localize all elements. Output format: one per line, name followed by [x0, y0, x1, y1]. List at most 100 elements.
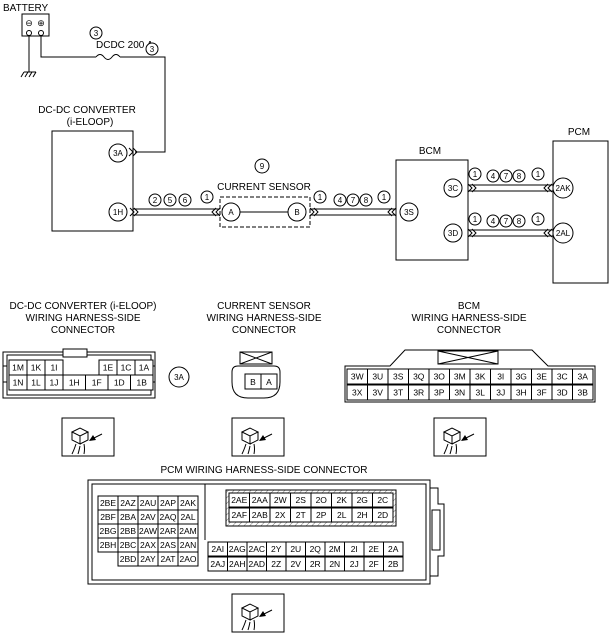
circled-1-b-text: 1 [318, 193, 323, 202]
circled-1-d-text: 1 [473, 170, 478, 179]
circled-1-c: 1 [377, 190, 391, 204]
pcm-pin-cell: 2U [290, 544, 301, 554]
circled-3-b: 3 [145, 42, 159, 56]
pcm-pin-cell: 2E [369, 544, 380, 554]
pcm-pin-cell-box [372, 507, 394, 523]
pcm-pin-cell: 2BH [100, 540, 117, 550]
battery: BATTERY ⊖ ⊕ [3, 3, 50, 37]
bcm-pin-cell: 3J [496, 388, 505, 398]
pcm-pin-cell: 2AD [248, 559, 265, 569]
pcm-pin-cell: 2AF [231, 510, 247, 520]
bcm-pin-cell-box [572, 384, 594, 401]
dcdc-conn-title-1: DC-DC CONVERTER (i-ELOOP) [9, 301, 156, 312]
bcm-pin-cell: 3W [351, 372, 364, 382]
circled-4-b-text: 4 [491, 172, 496, 181]
current-sensor-pin-b-text: B [294, 208, 299, 217]
pcm-pin-cell: 2K [337, 495, 348, 505]
pcm-pin-cell: 2H [357, 510, 368, 520]
cs-connector-face: B A [231, 351, 281, 399]
connector-view-icon-bcm [433, 417, 487, 457]
dcdc-pin-cell: 1J [50, 378, 59, 388]
bcm-pin-3s-text: 3S [404, 208, 414, 217]
pcm-pin-cell: 2AZ [120, 498, 136, 508]
circled-8-b-text: 8 [517, 172, 522, 181]
dcdc-pin-cell: 1F [92, 378, 102, 388]
circled-9-text: 9 [260, 162, 265, 171]
pcm-pin-cell: 2AJ [210, 559, 225, 569]
pcm-pin-cell: 2AV [140, 512, 156, 522]
circled-4-c: 4 [486, 214, 500, 228]
pcm-pin-cell: 2AW [139, 526, 157, 536]
bcm-pin-cell: 3B [578, 388, 589, 398]
circled-4-c-text: 4 [491, 217, 496, 226]
circled-8-a-text: 8 [364, 196, 369, 205]
connector-view-icon-dcdc [61, 417, 115, 457]
circled-5-text: 5 [168, 196, 173, 205]
circled-4-a-text: 4 [338, 196, 343, 205]
pcm-pin-cell: 2AY [140, 554, 156, 564]
circled-4-b: 4 [486, 169, 500, 183]
circled-3-b-text: 3 [150, 45, 155, 54]
pcm-pin-cell: 2AK [180, 498, 196, 508]
pcm-pin-cell: 2BG [99, 526, 116, 536]
circled-1-d: 1 [468, 167, 482, 181]
bcm-pin-cell: 3R [413, 388, 424, 398]
pcm-pin-cell-box [383, 541, 404, 557]
bcm-pin-3c: 3C [443, 178, 463, 198]
battery-pos-terminal [38, 30, 44, 36]
bcm-pin-3d: 3D [443, 223, 463, 243]
dcdc-pin-3a-text: 3A [113, 149, 123, 158]
bcm-pin-cell: 3L [476, 388, 486, 398]
pcm-pin-cell: 2BD [120, 554, 137, 564]
connector-chevron-icon [387, 207, 397, 217]
pcm-pin-cell: 2AL [180, 512, 195, 522]
pcm-pin-cell: 2V [291, 559, 302, 569]
battery-negative-icon: ⊖ [25, 18, 33, 28]
bcm-pin-cell: 3K [475, 372, 486, 382]
fuse-icon [95, 54, 121, 60]
dcdc-conn-title-2: WIRING HARNESS-SIDE [25, 313, 140, 324]
pcm-pin-cell-box [177, 551, 199, 567]
circled-3-a-text: 3 [94, 29, 99, 38]
pcm-pin-cell: 2AX [140, 540, 156, 550]
pcm-pin-cell: 2BE [100, 498, 116, 508]
bcm-pin-cell: 3M [454, 372, 466, 382]
pcm-pin-cell: 2I [351, 544, 358, 554]
pcm-pin-cell: 2AI [211, 544, 224, 554]
circled-7-a: 7 [346, 193, 360, 207]
bcm-pin-cell: 3S [393, 372, 404, 382]
pcm-pin-cell: 2BF [100, 512, 116, 522]
dcdc-pin-cell: 1B [137, 378, 148, 388]
dcdc-pin-cell: 1A [139, 363, 150, 373]
dcdc-conn-title-3: CONNECTOR [51, 325, 115, 336]
circled-5: 5 [163, 193, 177, 207]
cs-cell-b: B [250, 377, 256, 387]
bcm-pin-cell: 3D [557, 388, 568, 398]
ground-icon [20, 36, 37, 78]
dcdc-pin-cell: 1E [103, 363, 114, 373]
pcm-pin-cell: 2BB [120, 526, 136, 536]
pcm-pin-cell: 2S [296, 495, 307, 505]
bcm-pin-cell: 3A [578, 372, 589, 382]
pcm-pin-cell: 2T [296, 510, 306, 520]
circled-1-f: 1 [468, 212, 482, 226]
circled-1-e: 1 [531, 167, 545, 181]
circled-7-b-text: 7 [504, 172, 509, 181]
bcm-pin-cell: 3E [537, 372, 548, 382]
current-sensor-pin-b: B [287, 202, 307, 222]
dcdc-side-pin-3a-text: 3A [174, 373, 184, 382]
dcdc-pin-cell: 1H [69, 378, 80, 388]
connector-chevron-icon [129, 207, 139, 217]
pcm-pin-cell: 2AC [248, 544, 265, 554]
dcdc-pin-cell: 1K [31, 363, 42, 373]
connector-chevron-icon [467, 228, 477, 238]
pcm-pin-cell: 2AQ [159, 512, 176, 522]
connector-chevron-icon [543, 228, 553, 238]
pcm-pin-cell: 2P [316, 510, 327, 520]
pcm-pin-cell: 2C [377, 495, 388, 505]
circled-8-a: 8 [359, 193, 373, 207]
current-sensor-pin-a: A [221, 202, 241, 222]
connector-chevron-icon [128, 147, 138, 157]
